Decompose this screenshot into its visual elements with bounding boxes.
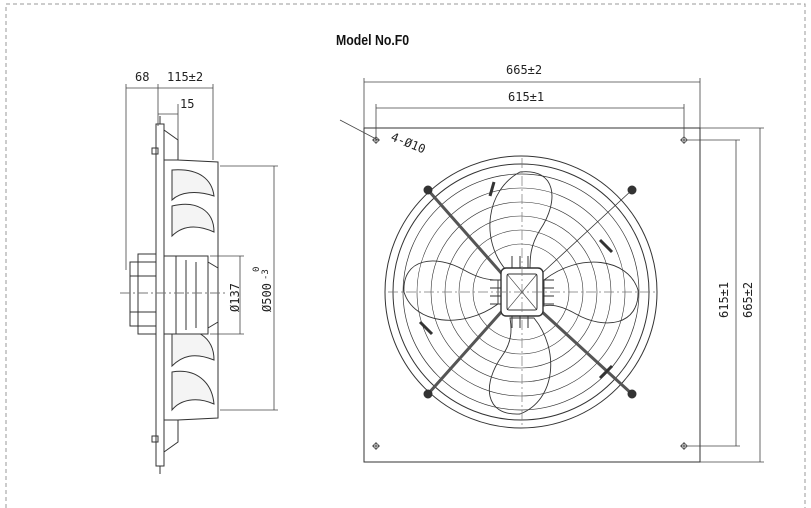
front-blade [489,171,553,271]
dim-tolerance-upper: 0 [252,267,262,272]
dim-ring-diameter: Ø500 [260,283,274,312]
dim-width-outer: 665±2 [506,63,542,77]
sheet-border [5,3,806,508]
front-blade [489,317,552,415]
front-blade [543,261,639,324]
dim-hub-diameter: Ø137 [228,283,242,312]
side-blade [171,370,215,412]
side-blade [171,203,215,238]
front-blade [403,260,499,321]
dim-height-holes: 615±1 [717,282,731,318]
dim-width-holes: 615±1 [508,90,544,104]
side-blade [171,328,215,368]
dim-height-outer: 665±2 [741,282,755,318]
dim-115: 115±2 [167,70,203,84]
venturi-outer [384,155,658,429]
front-dimensions [339,78,764,463]
side-dimensions [125,84,278,411]
side-blade [171,169,215,202]
model-title: Model No.F0 [336,32,410,49]
side-view [120,116,226,474]
corner-holes [372,136,688,450]
side-motor [129,261,157,327]
side-mounting-plate [155,123,165,467]
dim-15: 15 [180,97,194,111]
dim-tolerance-lower: -3 [261,269,271,280]
dim-68: 68 [135,70,149,84]
front-view [363,127,701,463]
